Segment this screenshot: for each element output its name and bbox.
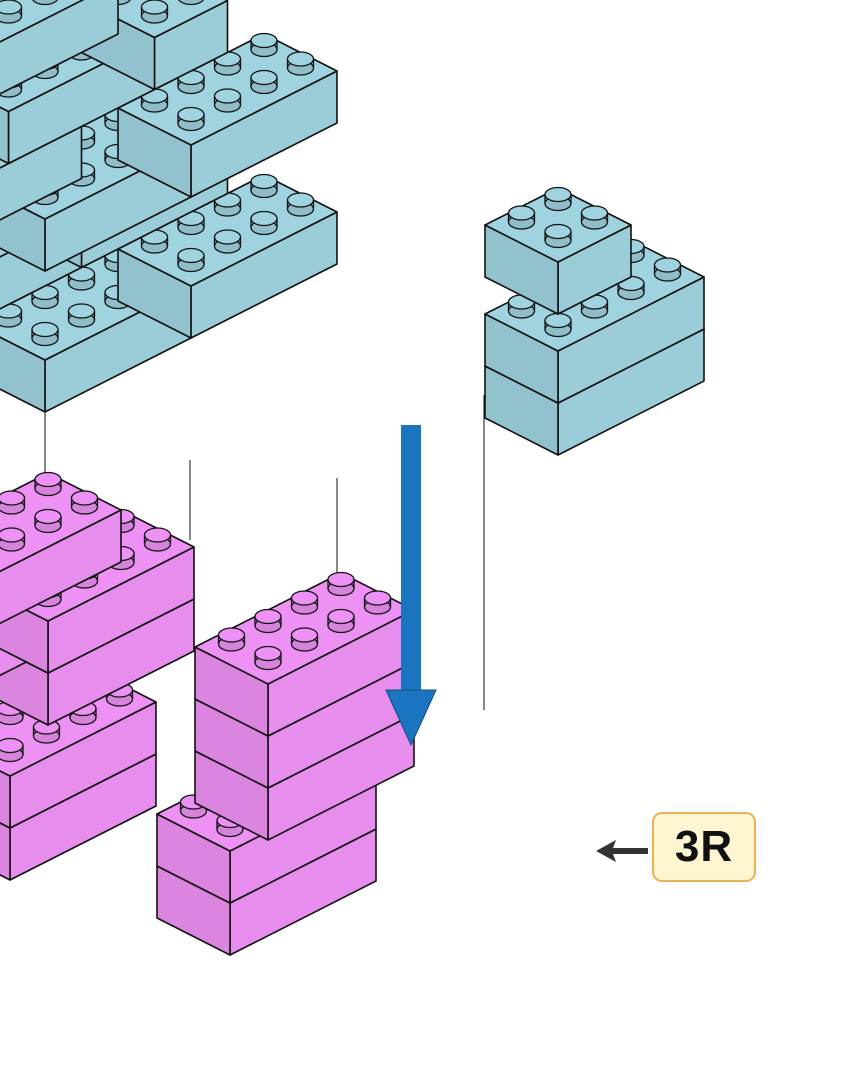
stud: [290, 590, 319, 615]
stud: [254, 645, 282, 671]
upper-brick: [117, 173, 338, 339]
stud: [653, 257, 682, 282]
stud: [250, 69, 278, 95]
stud: [327, 608, 355, 634]
stud: [70, 490, 99, 515]
stud: [32, 0, 58, 6]
upper-brick: [117, 32, 338, 198]
stud: [617, 275, 645, 301]
stud: [217, 627, 246, 652]
stud: [213, 88, 242, 113]
stud: [32, 719, 61, 744]
stud: [286, 192, 315, 217]
stud: [544, 186, 572, 212]
stud: [544, 223, 572, 249]
upper-brick: [0, 0, 119, 95]
stud: [290, 627, 319, 652]
lower-assembly: [0, 471, 415, 956]
stud: [507, 294, 536, 319]
stud: [31, 321, 59, 347]
stud: [34, 471, 62, 497]
lower-brick: [0, 471, 122, 625]
stud: [177, 106, 205, 132]
stud: [363, 590, 392, 615]
stud: [580, 205, 609, 230]
stud: [327, 571, 355, 597]
stud: [143, 527, 172, 552]
stud: [67, 266, 96, 291]
stud: [67, 303, 96, 328]
down-arrow-icon: [385, 425, 437, 747]
stud: [250, 173, 278, 199]
lower-brick: [194, 571, 415, 737]
stud: [213, 229, 242, 254]
stud: [286, 51, 315, 76]
stud: [250, 210, 278, 236]
step-badge: 3R: [652, 812, 756, 882]
left-arrow-icon: [596, 840, 648, 862]
stud: [544, 312, 572, 338]
step-label: 3R: [674, 822, 734, 871]
stud: [0, 0, 23, 24]
stud: [250, 32, 278, 58]
stud: [507, 205, 536, 230]
stud: [0, 737, 24, 763]
upper-arm-brick: [484, 186, 632, 315]
stud: [213, 192, 242, 217]
stud: [254, 608, 282, 634]
stud: [0, 490, 26, 515]
stud: [0, 527, 26, 552]
stud: [34, 508, 62, 534]
stud: [105, 682, 134, 707]
upper-assembly: [0, 0, 705, 456]
stud: [178, 0, 204, 6]
stud: [140, 0, 169, 24]
stud: [177, 247, 205, 273]
